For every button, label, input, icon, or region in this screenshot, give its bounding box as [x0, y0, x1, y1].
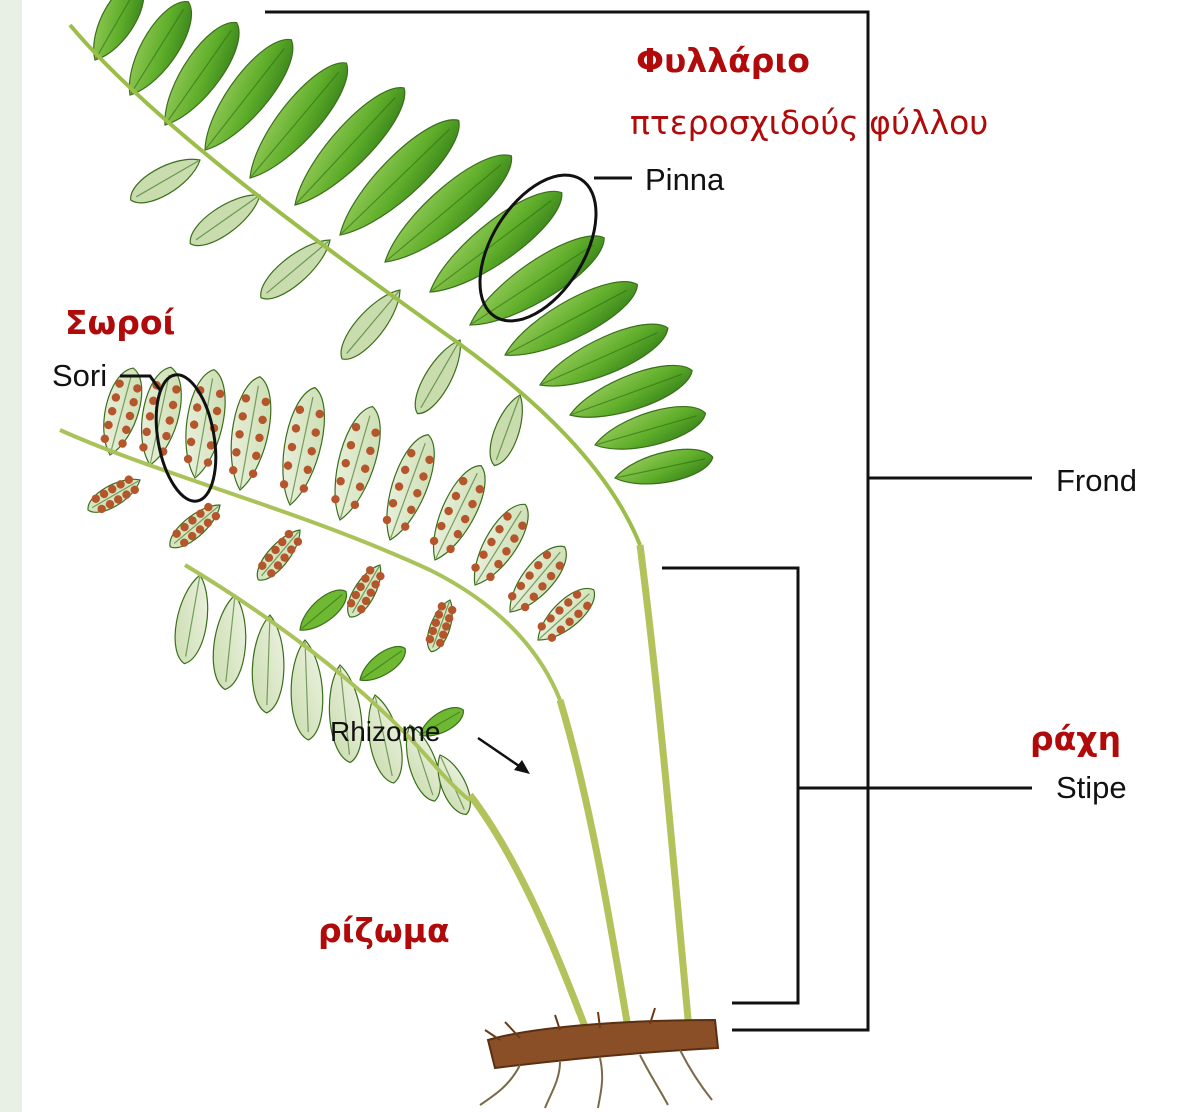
rhizome-label: Rhizome [330, 718, 440, 746]
upper-pinna-underside [332, 281, 411, 367]
upper-frond [70, 0, 716, 545]
rhizome [480, 1008, 718, 1108]
rhizome-greek-label: ρίζωμα [318, 914, 450, 947]
fertile-pinna [272, 384, 332, 509]
lower-frond [170, 565, 478, 819]
sori-greek-label: Σωροί [65, 306, 175, 339]
fertile-pinna [323, 402, 390, 525]
upper-pinna [612, 443, 716, 493]
lower-pinna [170, 572, 215, 666]
fertile-frond-pinnae [83, 363, 603, 655]
pinna-greek-label: Φυλλάριο [636, 44, 810, 77]
fertile-pinna-underside [341, 560, 389, 622]
fertile-pinna [374, 429, 445, 546]
upper-pinna-underside [124, 148, 207, 211]
stipe-label: Stipe [1056, 772, 1127, 803]
pinna-greek-sublabel: πτεροσχιδούς φύλλου [630, 106, 988, 139]
pinna-label: Pinna [645, 164, 724, 195]
frond-label: Frond [1056, 465, 1137, 496]
lower-frond-pinnae [170, 572, 478, 819]
lower-pinna-green [293, 583, 353, 639]
lower-pinna-green [354, 640, 411, 689]
fertile-pinna-underside [163, 497, 226, 555]
fertile-pinna [177, 367, 232, 482]
rhizome-arrow [478, 738, 530, 774]
fertile-pinna-underside [250, 523, 308, 586]
upper-pinna-underside [252, 230, 338, 309]
fertile-pinna-underside [422, 597, 459, 655]
stipe-greek-label: ράχη [1030, 722, 1121, 755]
sori-label: Sori [52, 360, 107, 391]
lower-pinna [209, 593, 250, 691]
fertile-pinna-underside [83, 471, 145, 519]
fertile-pinna [222, 374, 277, 494]
upper-pinna-underside [483, 391, 531, 470]
